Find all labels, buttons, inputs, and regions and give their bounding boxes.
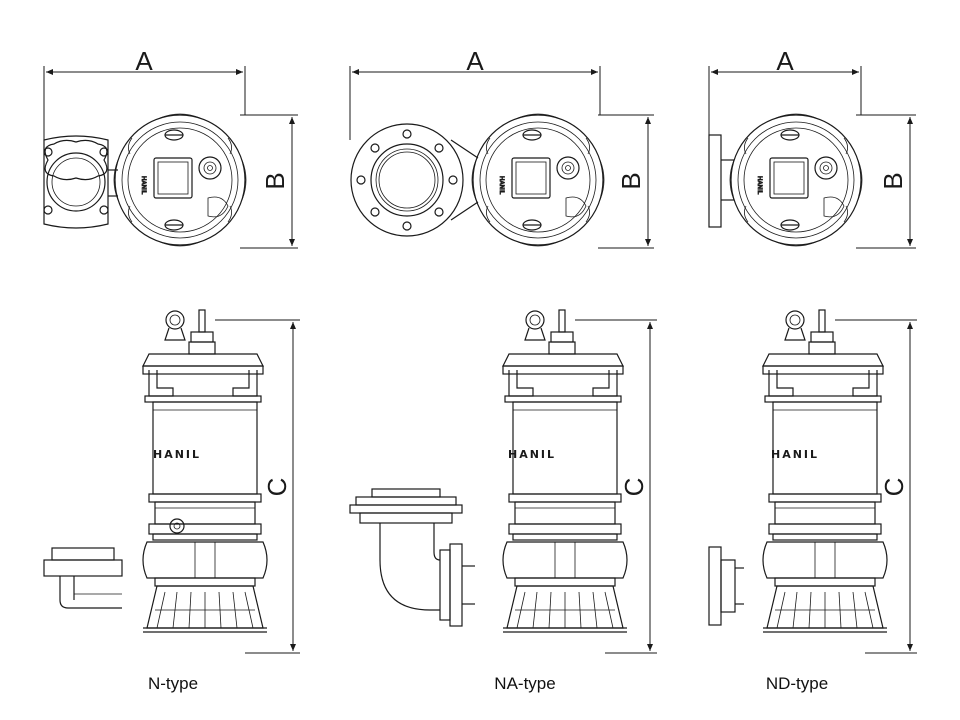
na-type-side-view: HANIL — [349, 309, 628, 633]
dimension-c-label: C — [619, 478, 649, 497]
nd-type-top-view — [708, 113, 863, 247]
nd-type-brand-label: HANIL — [771, 448, 819, 461]
na-type-caption: NA-type — [494, 674, 556, 693]
dimension-b-label: B — [616, 172, 646, 189]
dimension-b-label: B — [878, 172, 908, 189]
dimension-a-label: A — [776, 46, 794, 76]
n-type-top-view — [43, 113, 247, 247]
dimension-c-label: C — [262, 478, 292, 497]
na-type-top-dimensions: A B — [349, 46, 654, 249]
dimension-b-label: B — [260, 172, 290, 189]
n-type-side-dimensions: C — [215, 319, 300, 654]
n-type-top-dimensions: A B — [43, 46, 298, 249]
na-type-side-dimensions: C — [575, 319, 657, 654]
nd-type-side-dimensions: C — [835, 319, 917, 654]
dimension-a-label: A — [466, 46, 484, 76]
nd-type-top-dimensions: A B — [708, 46, 916, 249]
na-type-top-view — [350, 113, 605, 247]
na-type-brand-label: HANIL — [508, 448, 556, 461]
n-type-caption: N-type — [147, 674, 199, 693]
nd-type-side-view: HANIL — [708, 309, 888, 633]
dimension-a-label: A — [135, 46, 153, 76]
dimension-c-label: C — [879, 478, 909, 497]
n-type-brand-label: HANIL — [153, 448, 201, 461]
nd-type-caption: ND-type — [765, 674, 829, 693]
n-type-side-view: HANIL — [43, 309, 268, 633]
